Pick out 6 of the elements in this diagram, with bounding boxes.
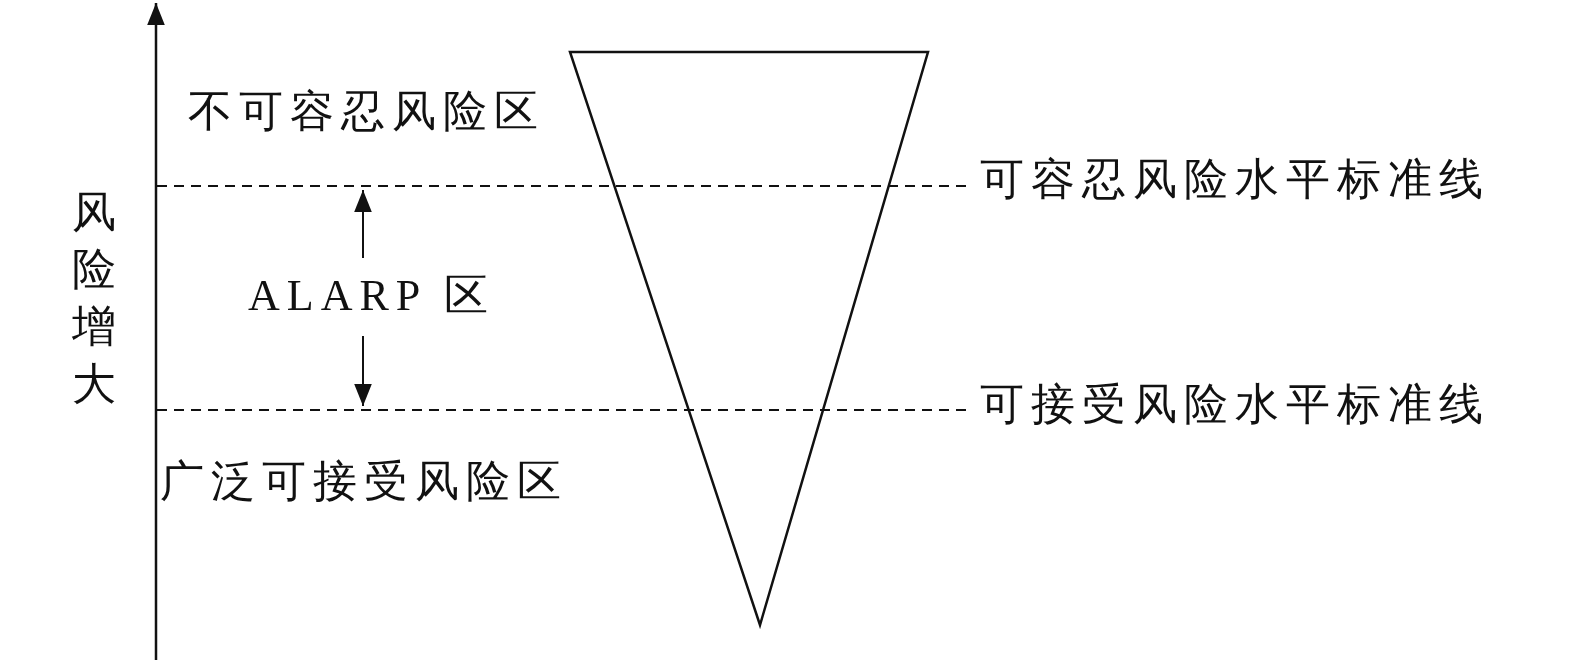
threshold-label: 可容忍风险水平标准线 bbox=[980, 158, 1490, 202]
zone-label: ALARP 区 bbox=[248, 274, 495, 318]
zone-label: 不可容忍风险区 bbox=[188, 90, 545, 134]
threshold-label: 可接受风险水平标准线 bbox=[980, 383, 1490, 427]
axis-label: 风险增大 bbox=[72, 187, 116, 411]
zone-label: 广泛可接受风险区 bbox=[160, 460, 568, 504]
